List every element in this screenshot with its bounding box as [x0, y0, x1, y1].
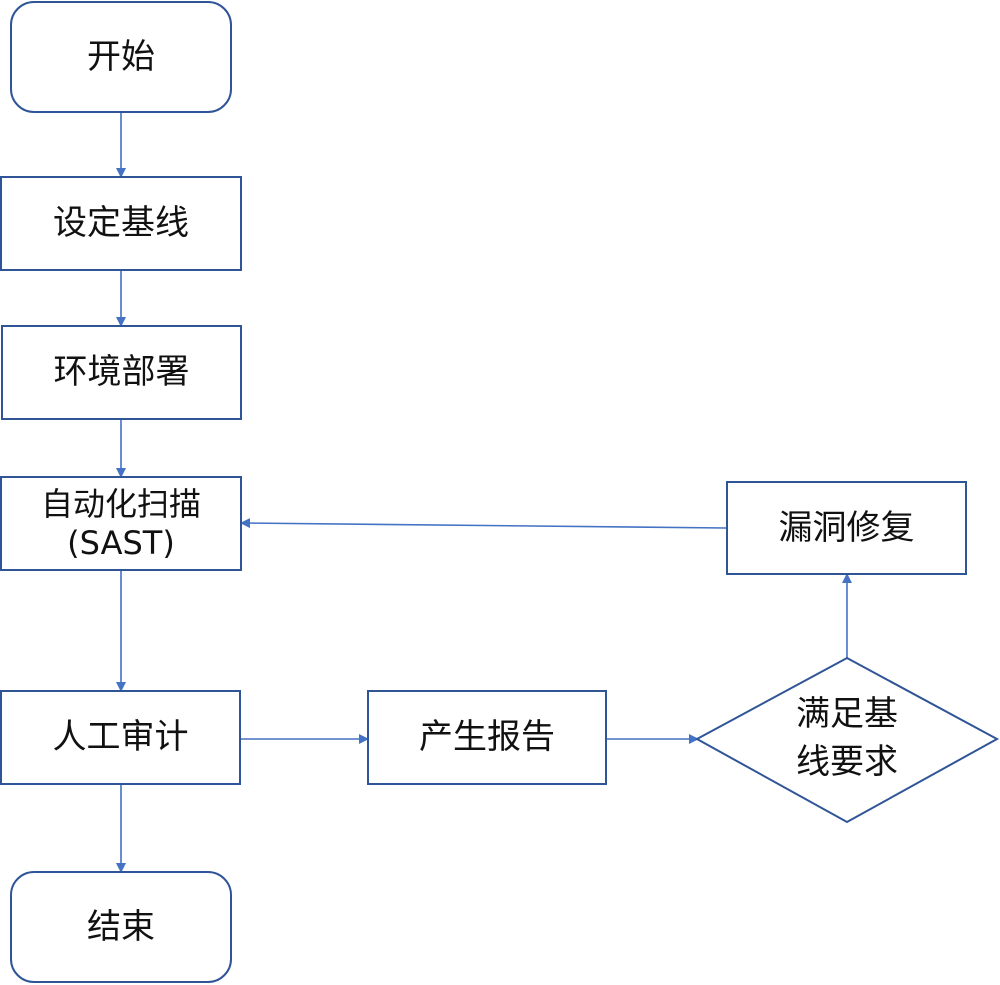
- generate-report-node: 产生报告: [367, 690, 607, 785]
- automated-scan-label-line2: (SAST): [67, 523, 175, 562]
- automated-scan-node: 自动化扫描 (SAST): [0, 476, 242, 571]
- start-node: 开始: [10, 1, 232, 113]
- set-baseline-node: 设定基线: [0, 176, 242, 271]
- vulnerability-fix-label: 漏洞修复: [778, 507, 915, 548]
- environment-deployment-label: 环境部署: [53, 352, 190, 393]
- generate-report-label: 产生报告: [419, 717, 555, 758]
- automated-scan-label-line1: 自动化扫描: [40, 485, 201, 524]
- meets-baseline-label: 满足基 线要求: [747, 684, 947, 794]
- start-label: 开始: [87, 36, 155, 77]
- decision-diamond: [694, 656, 1000, 824]
- meets-baseline-label-line1: 满足基: [796, 694, 898, 735]
- end-node: 结束: [10, 871, 232, 983]
- environment-deployment-node: 环境部署: [1, 325, 242, 420]
- manual-audit-label: 人工审计: [52, 717, 189, 758]
- set-baseline-label: 设定基线: [53, 203, 189, 244]
- meets-baseline-label-line2: 线要求: [796, 742, 898, 782]
- manual-audit-node: 人工审计: [0, 690, 241, 785]
- arrow-fix-to-scan: [240, 518, 727, 529]
- vulnerability-fix-node: 漏洞修复: [726, 481, 967, 575]
- end-label: 结束: [87, 906, 155, 947]
